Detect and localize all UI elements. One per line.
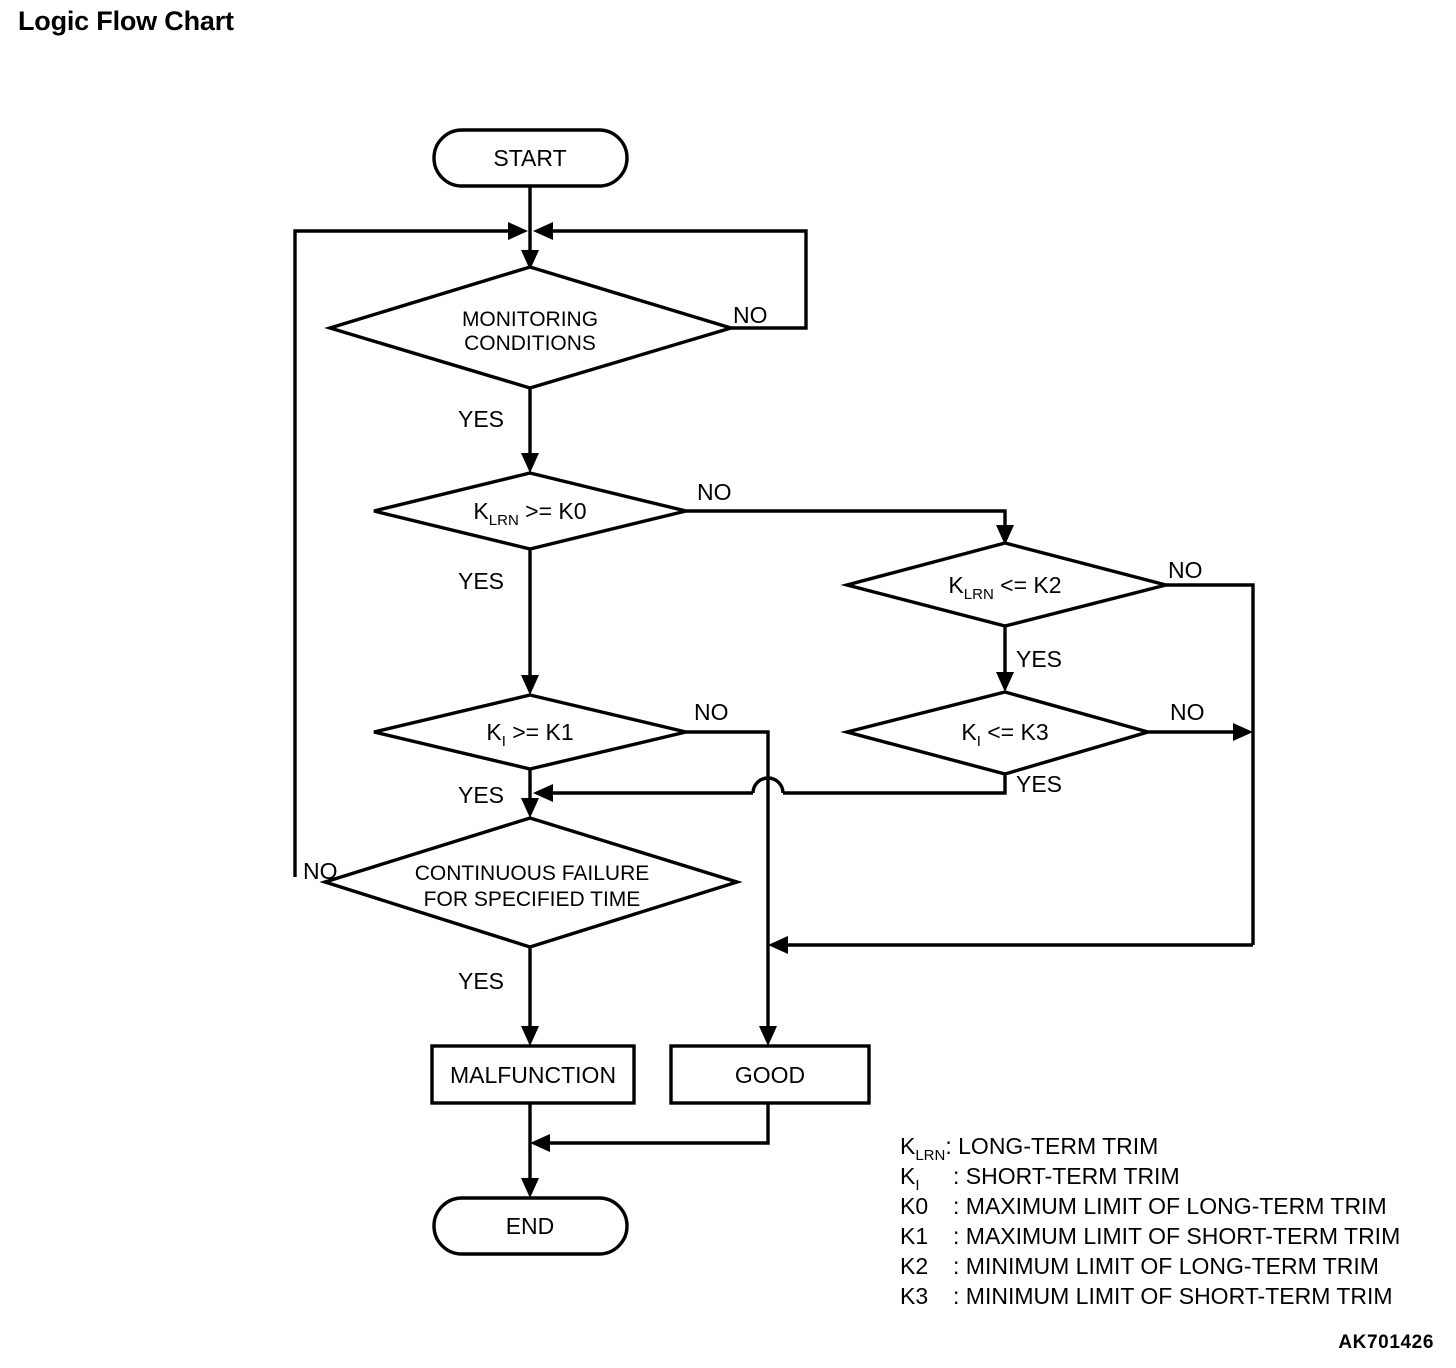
legend-row-1-sub: I: [915, 1177, 919, 1194]
ki-ge-k1-sub: I: [502, 733, 506, 750]
wire-klrn-k0-no: [686, 509, 1007, 535]
klrn-ge-k0-sub: LRN: [489, 512, 519, 529]
arrowhead-into-klrn-k0: [521, 453, 539, 473]
arrowhead-into-monitoring: [521, 250, 539, 270]
branch-label-klrn-k0-yes: YES: [458, 568, 504, 594]
klrn-le-k2-rest: <= K2: [994, 572, 1062, 598]
node-failure-label-line2: FOR SPECIFIED TIME: [424, 888, 641, 911]
legend-row-0-desc: LONG-TERM TRIM: [958, 1133, 1158, 1159]
branch-label-ki-k3-yes: YES: [1016, 771, 1062, 797]
legend-row-0-base: K: [900, 1133, 916, 1159]
klrn-ge-k0-base: K: [473, 498, 489, 524]
arrowhead-into-klrn-k2: [996, 525, 1014, 545]
legend-row-0-sub: LRN: [915, 1147, 945, 1164]
legend-row-5-desc: MINIMUM LIMIT OF SHORT-TERM TRIM: [966, 1283, 1393, 1309]
wire-ki-k3-yes-right-seg: [783, 774, 1007, 795]
wire-ki-k1-no-to-good: [686, 730, 770, 1035]
branch-label-failure-yes: YES: [458, 968, 504, 994]
ki-le-k3-rest: <= K3: [981, 719, 1049, 745]
legend-row-1-desc: SHORT-TERM TRIM: [966, 1163, 1180, 1189]
legend-row-4-desc: MINIMUM LIMIT OF LONG-TERM TRIM: [966, 1253, 1379, 1279]
branch-label-ki-k1-yes: YES: [458, 782, 504, 808]
branch-label-ki-k1-no: NO: [694, 699, 729, 725]
legend-row-5-sym: K3: [900, 1283, 928, 1309]
legend-row-0-sep: :: [945, 1133, 958, 1159]
arrowhead-monitoring-no-into-merge: [533, 222, 553, 240]
arrowhead-ki-k3-no-into-rail: [1233, 723, 1253, 741]
arrowhead-rail-into-good-column: [768, 936, 788, 954]
ki-le-k3-base: K: [961, 719, 977, 745]
legend-row-3-sep: :: [953, 1223, 966, 1249]
node-ki-ge-k1-label: KI >= K1: [486, 719, 573, 750]
node-klrn-ge-k0-label: KLRN >= K0: [473, 498, 586, 529]
legend-row-2-sym: K0: [900, 1193, 928, 1219]
page-title: Logic Flow Chart: [18, 6, 234, 36]
branch-label-klrn-k2-yes: YES: [1016, 646, 1062, 672]
node-malfunction-label: MALFUNCTION: [450, 1062, 616, 1088]
branch-label-monitoring-yes: YES: [458, 406, 504, 432]
legend-row-5: K3: MINIMUM LIMIT OF SHORT-TERM TRIM: [900, 1283, 1393, 1309]
legend-row-4-sym: K2: [900, 1253, 928, 1279]
legend-row-3: K1: MAXIMUM LIMIT OF SHORT-TERM TRIM: [900, 1223, 1400, 1249]
branch-label-failure-no: NO: [303, 858, 338, 884]
node-end-label: END: [506, 1213, 555, 1239]
arrowhead-ki-k3-yes-into-spine: [533, 784, 553, 802]
legend-row-1-base: K: [900, 1163, 916, 1189]
node-ki-le-k3: [840, 690, 1155, 776]
wire-failure-no-loop: [293, 229, 516, 877]
legend: KLRN: LONG-TERM TRIM KI: SHORT-TERM TRIM…: [900, 1133, 1400, 1309]
wire-monitoring-no-loop: [545, 229, 808, 330]
branch-label-monitoring-no: NO: [733, 302, 768, 328]
arrowhead-into-malfunction: [521, 1026, 539, 1046]
node-ki-le-k3-label: KI <= K3: [961, 719, 1048, 750]
legend-row-1: KI: SHORT-TERM TRIM: [900, 1163, 1180, 1194]
node-klrn-le-k2: [840, 541, 1167, 628]
node-end: [432, 1196, 629, 1256]
node-good: [669, 1044, 871, 1105]
wire-hop-arc: [751, 776, 785, 794]
ki-ge-k1-base: K: [486, 719, 502, 745]
arrowhead-good-join: [530, 1134, 550, 1152]
node-monitoring-conditions: [324, 265, 737, 390]
ki-ge-k1-rest: >= K1: [506, 719, 574, 745]
node-malfunction: [430, 1044, 636, 1105]
klrn-ge-k0-rest: >= K0: [519, 498, 587, 524]
arrowhead-into-ki-k3: [996, 672, 1014, 692]
legend-row-1-sep: :: [953, 1163, 966, 1189]
branch-label-klrn-k2-no: NO: [1168, 557, 1203, 583]
legend-row-0: KLRN: LONG-TERM TRIM: [900, 1133, 1158, 1164]
figure-code: AK701426: [1338, 1332, 1434, 1353]
node-failure-label-line1: CONTINUOUS FAILURE: [415, 862, 650, 885]
node-monitoring-label-line2: CONDITIONS: [464, 332, 596, 355]
arrowhead-failure-no-into-merge: [508, 222, 528, 240]
wire-good-to-end-join: [543, 1103, 770, 1145]
ki-le-k3-sub: I: [977, 733, 981, 750]
legend-row-3-sym: K1: [900, 1223, 928, 1249]
legend-row-4-sep: :: [953, 1253, 966, 1279]
legend-row-3-desc: MAXIMUM LIMIT OF SHORT-TERM TRIM: [966, 1223, 1400, 1249]
node-continuous-failure: [319, 816, 743, 949]
arrowhead-into-good: [759, 1026, 777, 1046]
node-ki-ge-k1: [373, 693, 687, 771]
branch-label-ki-k3-no: NO: [1170, 699, 1205, 725]
legend-row-2-sep: :: [953, 1193, 966, 1219]
arrowhead-into-failure: [521, 798, 539, 818]
node-start: [432, 128, 629, 188]
node-klrn-le-k2-label: KLRN <= K2: [948, 572, 1061, 603]
klrn-le-k2-base: K: [948, 572, 964, 598]
wire-klrn-k2-no-rail: [1166, 583, 1255, 945]
legend-row-5-sep: :: [953, 1283, 966, 1309]
legend-row-2-desc: MAXIMUM LIMIT OF LONG-TERM TRIM: [966, 1193, 1387, 1219]
arrowhead-into-ki-k1: [521, 675, 539, 695]
klrn-le-k2-sub: LRN: [964, 586, 994, 603]
legend-row-2: K0: MAXIMUM LIMIT OF LONG-TERM TRIM: [900, 1193, 1387, 1219]
node-monitoring-label-line1: MONITORING: [462, 308, 598, 331]
node-good-label: GOOD: [735, 1062, 805, 1088]
node-start-label: START: [493, 145, 566, 171]
arrowhead-into-end: [521, 1178, 539, 1198]
node-klrn-ge-k0: [373, 471, 687, 551]
branch-label-klrn-k0-no: NO: [697, 479, 732, 505]
legend-row-4: K2: MINIMUM LIMIT OF LONG-TERM TRIM: [900, 1253, 1379, 1279]
